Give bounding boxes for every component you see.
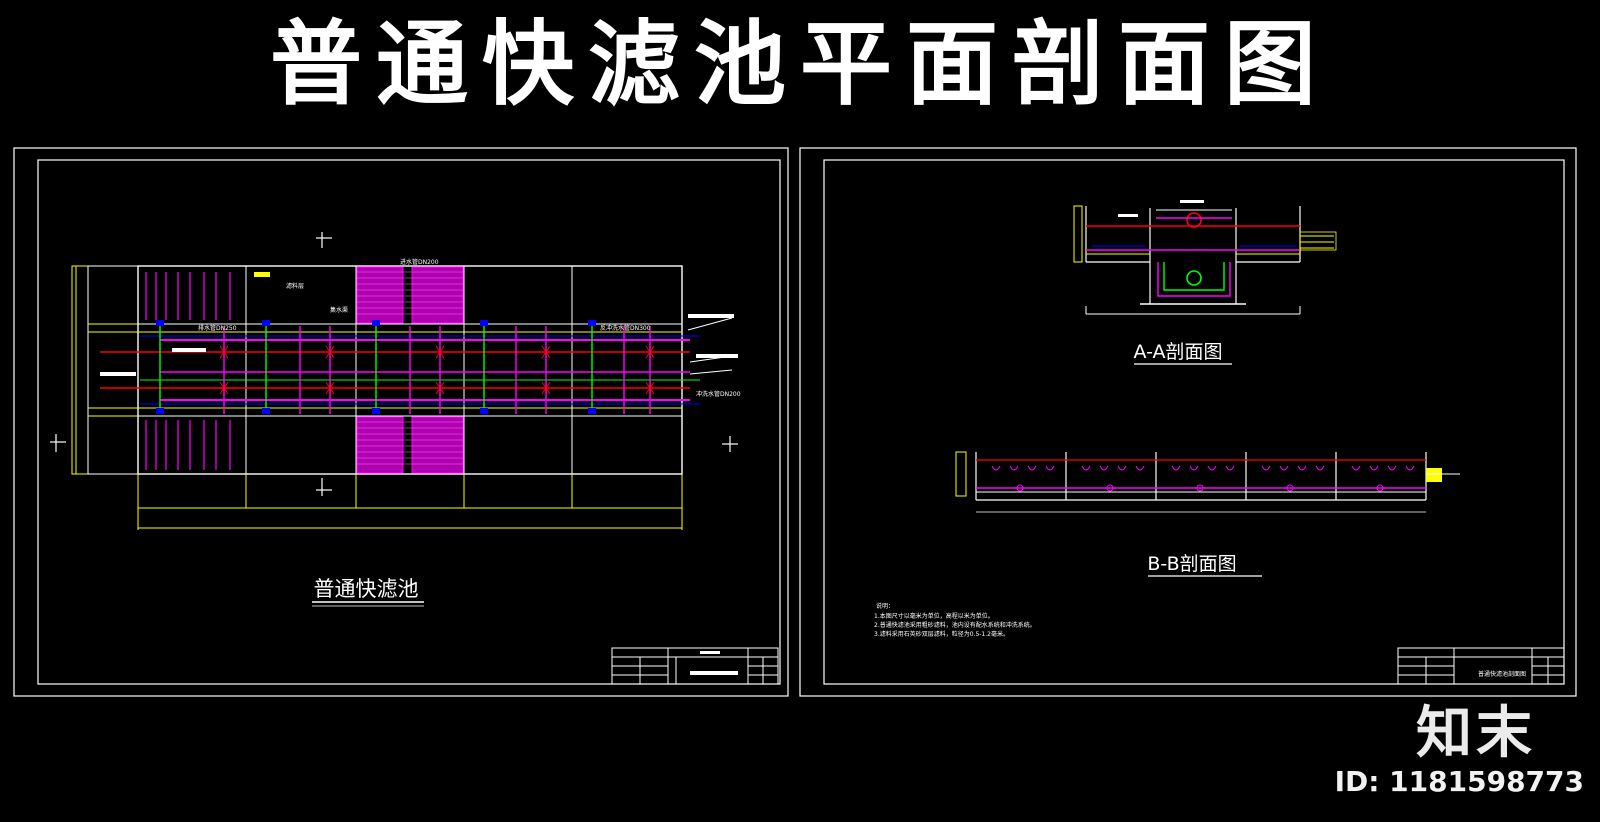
plan-pipe-label-3: 反冲洗水管DN300	[600, 324, 651, 332]
right-sheet-inner-frame	[823, 159, 1565, 685]
plan-pipe-label-1: 排水管DN250	[198, 324, 237, 332]
section-a-a	[1073, 200, 1337, 315]
left-sheet: 排水管DN250 进水管DN200 反冲洗水管DN300 冲洗水管DN200 滤…	[13, 147, 789, 697]
watermark-logo: 知末	[1416, 701, 1536, 766]
left-sheet-outer-frame	[13, 147, 789, 697]
plan-caption: 普通快滤池	[314, 577, 419, 601]
right-title-block	[1397, 647, 1565, 685]
plan-pipe-label-4: 冲洗水管DN200	[696, 390, 741, 398]
image-id: ID: 1181598773	[1334, 765, 1584, 798]
left-sheet-inner-frame	[37, 159, 781, 685]
section-b-caption: B-B剖面图	[1147, 553, 1236, 575]
plan-zone-label-2: 集水渠	[330, 306, 348, 314]
drawing-title: 普通快滤池平面剖面图	[269, 10, 1330, 118]
right-sheet-outer-frame	[799, 147, 1577, 697]
note-2: 2.普通快滤池采用粗砂滤料，池内设有配水系统和冲洗系统。	[874, 621, 1036, 629]
section-b-b	[955, 451, 1460, 513]
note-3: 3.滤料采用石英砂双层滤料，粒径为0.5-1.2毫米。	[874, 630, 1009, 638]
notes-heading: 说明：	[876, 602, 894, 610]
plan-pipe-label-2: 进水管DN200	[400, 258, 439, 266]
section-a-caption: A-A剖面图	[1133, 341, 1222, 363]
right-sheet: A-A剖面图	[799, 147, 1577, 697]
note-1: 1.本图尺寸以毫米为单位，高程以米为单位。	[874, 612, 994, 620]
title-block-text: 普通快滤池剖面图	[1478, 670, 1526, 678]
plan-zone-label-1: 滤料层	[286, 282, 304, 290]
left-title-block	[611, 647, 779, 685]
filter-plan: 排水管DN250 进水管DN200 反冲洗水管DN300 冲洗水管DN200 滤…	[50, 232, 741, 530]
